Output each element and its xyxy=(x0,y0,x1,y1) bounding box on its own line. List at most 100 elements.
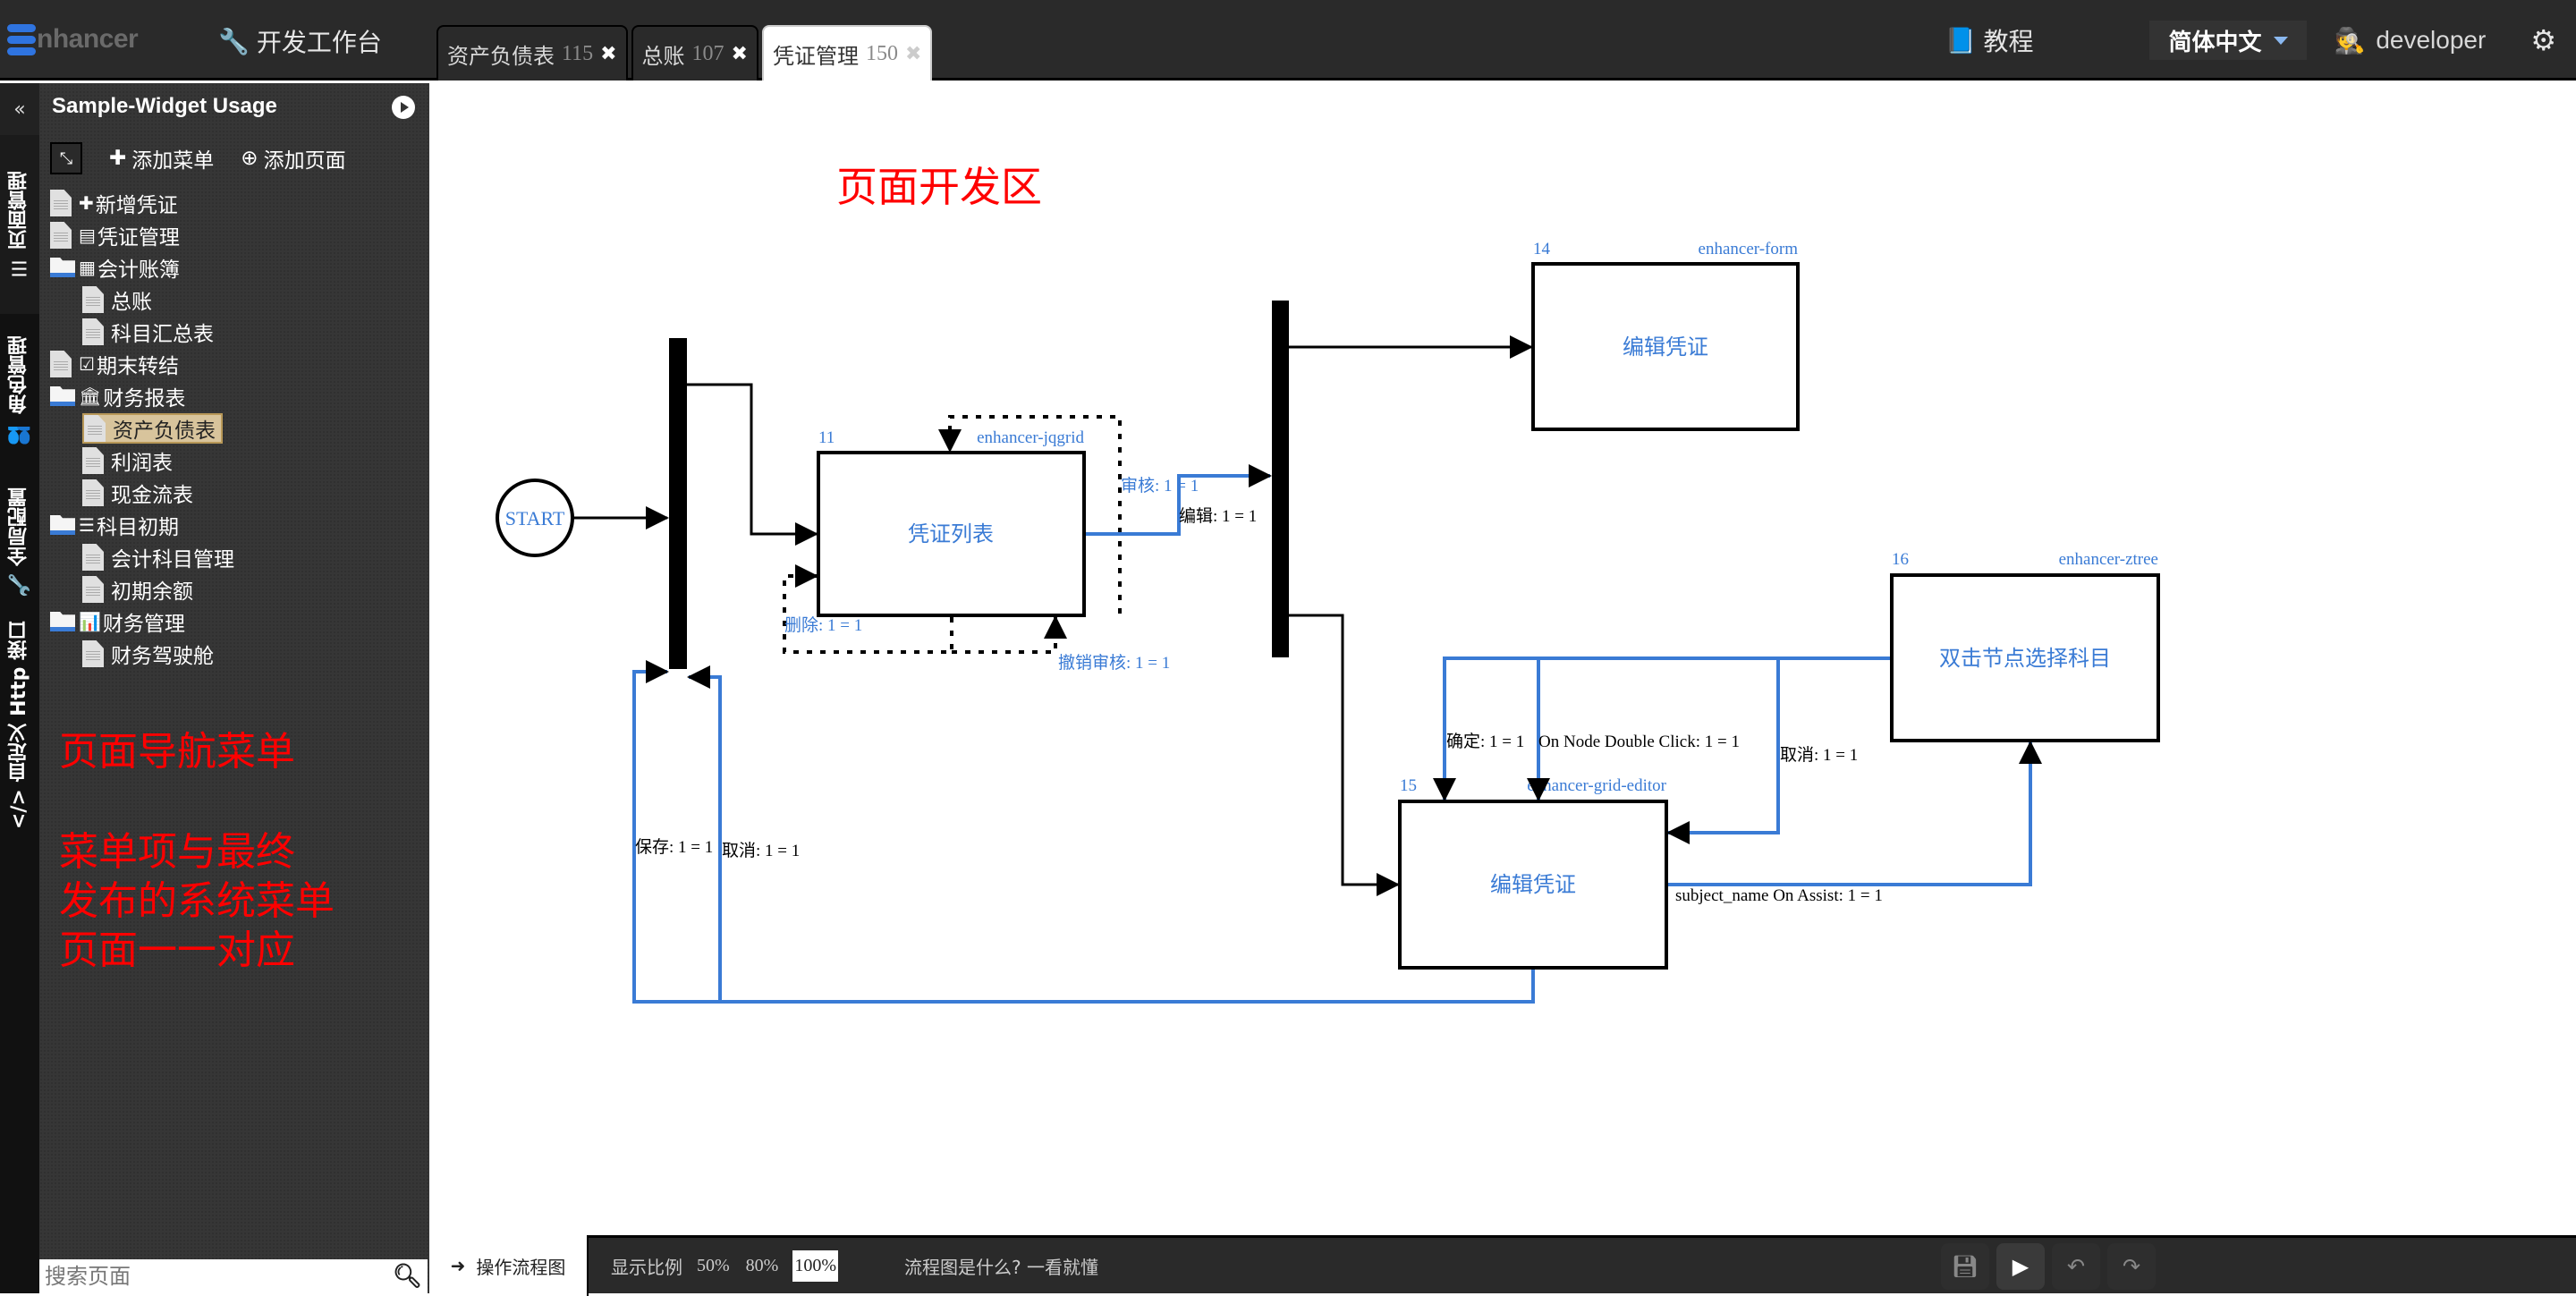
compress-icon[interactable]: ⤡ xyxy=(50,142,82,174)
close-icon[interactable]: ✖ xyxy=(600,43,616,65)
zoom-80[interactable]: 80% xyxy=(744,1250,781,1282)
vtab-page-management[interactable]: ☰ 页面管理 xyxy=(0,135,39,314)
tree-item-label: 会计账簿 xyxy=(97,252,180,283)
page-tabs: 资产负债表 115 ✖ 总账 107 ✖ 凭证管理 150 ✖ xyxy=(436,25,932,80)
play-icon: ▶ xyxy=(2012,1254,2029,1279)
vtab-custom-http[interactable]: </> 自定义 Http 接口 xyxy=(0,618,39,833)
node-title: 编辑凭证 xyxy=(1623,335,1708,360)
tree-item[interactable]: 📊财务管理 xyxy=(50,606,234,638)
undo-button[interactable]: ↶ xyxy=(2052,1243,2100,1290)
logo[interactable]: nhancer xyxy=(7,21,138,57)
spy-icon: 🕵 xyxy=(2334,26,2365,55)
node-14[interactable]: 14 enhancer-form 编辑凭证 xyxy=(1533,240,1798,429)
menu-glyph-icon: ☰ xyxy=(79,514,95,536)
menu-glyph-icon: 🏛 xyxy=(79,385,101,407)
folder-icon xyxy=(50,258,75,277)
zoom-50[interactable]: 50% xyxy=(695,1250,732,1282)
code-icon: </> xyxy=(8,790,30,830)
book-icon: 📘 xyxy=(1945,26,1977,55)
gears-icon[interactable]: ⚙ xyxy=(2530,23,2556,57)
tree-item[interactable]: 初期余额 xyxy=(50,573,234,606)
play-icon[interactable] xyxy=(392,96,415,119)
language-select[interactable]: 简体中文 xyxy=(2149,21,2307,60)
bottom-toolbar: ➜ 操作流程图 显示比例 50% 80% 100% 流程图是什么? 一看就懂 💾… xyxy=(429,1235,2576,1293)
tab-balance-sheet[interactable]: 资产负债表 115 ✖ xyxy=(436,25,628,80)
user-menu[interactable]: 🕵 developer xyxy=(2334,26,2486,55)
tree-item-label: 初期余额 xyxy=(111,574,193,605)
arrow-right-icon: ➜ xyxy=(451,1255,466,1276)
tree-item[interactable]: 会计科目管理 xyxy=(50,541,234,573)
tree-item[interactable]: ▤凭证管理 xyxy=(50,219,234,251)
workbench-title[interactable]: 🔧 开发工作台 xyxy=(218,23,382,59)
fork-bar-1[interactable] xyxy=(669,338,687,669)
annotation-line: 菜单项与最终 xyxy=(59,827,335,877)
language-value: 简体中文 xyxy=(2168,24,2261,57)
page-icon xyxy=(84,415,106,442)
node-16[interactable]: 16 enhancer-ztree 双击节点选择科目 xyxy=(1892,550,2158,741)
tree-item-label: 科目初期 xyxy=(97,510,179,540)
tree-item[interactable]: 现金流表 xyxy=(50,477,234,509)
tree-item[interactable]: ☰科目初期 xyxy=(50,509,234,541)
plus-circle-icon: ⊕ xyxy=(241,147,258,170)
wrench-icon: 🔧 xyxy=(218,27,250,56)
add-menu-button[interactable]: ✚ 添加菜单 xyxy=(109,143,214,174)
flow-action-buttons: 💾︎ ▶ ↶ ↷ xyxy=(1941,1243,2156,1290)
tree-item[interactable]: ☑期末转结 xyxy=(50,348,234,380)
run-button[interactable]: ▶ xyxy=(1996,1243,2045,1290)
search-input[interactable] xyxy=(45,1264,393,1289)
flow-chart-tab[interactable]: ➜ 操作流程图 xyxy=(429,1235,589,1296)
selected-highlight: 资产负债表 xyxy=(82,413,223,444)
node-11[interactable]: 11 enhancer-jqgrid 凭证列表 xyxy=(818,428,1084,615)
search-icon[interactable]: 🔍︎ xyxy=(393,1263,422,1290)
flow-canvas[interactable]: START 11 enhancer-jqgrid 凭证列表 审核: 1 = 1 … xyxy=(429,83,2576,1235)
edge-node16-node15-confirm[interactable] xyxy=(1445,658,1890,800)
redo-button[interactable]: ↷ xyxy=(2107,1243,2156,1290)
vtab-label: 👥 角色管理 xyxy=(5,335,34,445)
node-title: 编辑凭证 xyxy=(1490,872,1576,897)
edge-node11-unaudit-loop[interactable] xyxy=(952,617,1055,652)
tab-voucher-management[interactable]: 凭证管理 150 ✖ xyxy=(762,25,932,80)
add-page-button[interactable]: ⊕ 添加页面 xyxy=(241,143,345,174)
page-icon xyxy=(82,544,104,571)
collapse-sidebar-button[interactable]: « xyxy=(0,83,39,135)
zoom-100[interactable]: 100% xyxy=(792,1250,838,1282)
folder-icon xyxy=(50,612,75,631)
tree-item[interactable]: ✚新增凭证 xyxy=(50,187,234,219)
tutorial-label: 教程 xyxy=(1983,22,2033,58)
tree-item[interactable]: 总账 xyxy=(50,284,234,316)
close-icon[interactable]: ✖ xyxy=(732,43,748,65)
tab-label: 总账 xyxy=(642,38,685,70)
edge-bar2-node15[interactable] xyxy=(1289,615,1398,885)
edge-label-delete: 删除: 1 = 1 xyxy=(784,615,862,635)
tree-item[interactable]: 财务驾驶舱 xyxy=(50,638,234,670)
add-page-label: 添加页面 xyxy=(264,143,346,174)
caret-down-icon xyxy=(2274,37,2288,45)
node-15[interactable]: 15 enhancer-grid-editor 编辑凭证 xyxy=(1400,776,1667,968)
tree-item[interactable]: 利润表 xyxy=(50,445,234,477)
tree-item[interactable]: ▦会计账簿 xyxy=(50,251,234,284)
fork-bar-2[interactable] xyxy=(1272,301,1289,657)
page-icon xyxy=(50,190,72,216)
flow-help-link[interactable]: 流程图是什么? 一看就懂 xyxy=(904,1253,1098,1279)
tab-general-ledger[interactable]: 总账 107 ✖ xyxy=(631,25,758,80)
menu-glyph-icon: ▦ xyxy=(79,257,96,278)
page-sidebar: Sample-Widget Usage ⤡ ✚ 添加菜单 ⊕ 添加页面 ✚新增凭… xyxy=(39,83,429,1293)
tree-item[interactable]: 🏛财务报表 xyxy=(50,380,234,412)
close-icon[interactable]: ✖ xyxy=(905,43,921,65)
annotation-line: 页面一一对应 xyxy=(59,926,335,975)
tutorial-link[interactable]: 📘 教程 xyxy=(1945,22,2034,58)
tree-item[interactable]: 科目汇总表 xyxy=(50,316,234,348)
start-node[interactable]: START xyxy=(497,480,572,555)
top-bar: nhancer 🔧 开发工作台 资产负债表 115 ✖ 总账 107 ✖ 凭证管… xyxy=(0,0,2576,80)
tree-item-label: 财务驾驶舱 xyxy=(111,639,214,669)
vtab-global-config[interactable]: 🔧 全局配置 xyxy=(0,466,39,618)
wrench-icon: 🔧 xyxy=(8,572,30,597)
vtab-role-management[interactable]: 👥 角色管理 xyxy=(0,314,39,466)
folder-icon xyxy=(50,386,75,406)
annotation-nav-menu: 页面导航菜单 xyxy=(59,727,295,776)
save-button[interactable]: 💾︎ xyxy=(1941,1243,1989,1290)
tab-label: 资产负债表 xyxy=(447,38,555,70)
edge-bar1-node11[interactable] xyxy=(687,385,817,534)
page-search: 🔍︎ xyxy=(39,1259,428,1293)
tree-item[interactable]: 资产负债表 xyxy=(50,412,234,445)
